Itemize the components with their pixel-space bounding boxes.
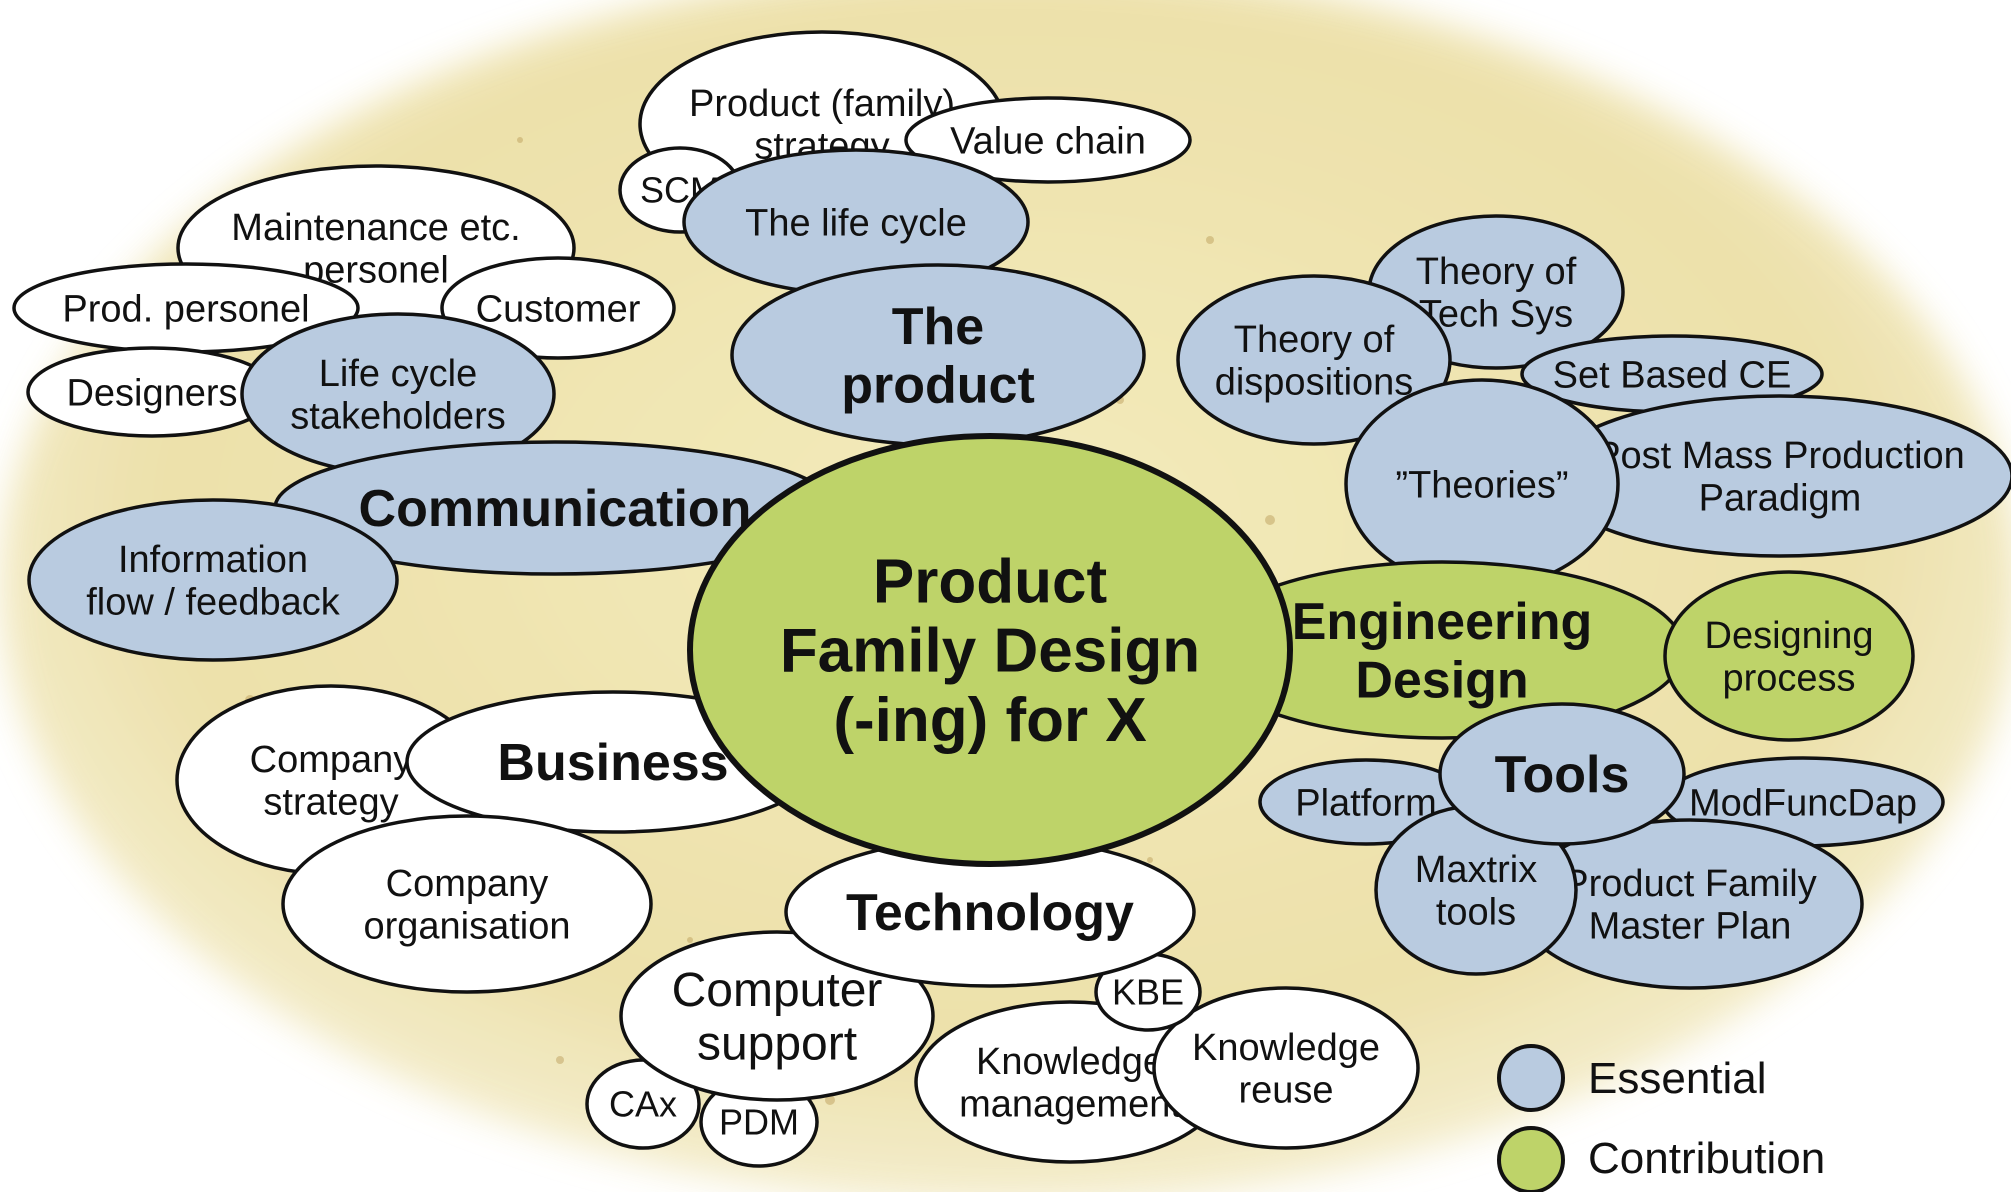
node-knowledge-management-label: Knowledge — [976, 1041, 1164, 1083]
node-theory-of-dispositions-shape — [1176, 274, 1452, 446]
node-designers: Designers — [26, 346, 278, 438]
node-engineering-design-label: Design — [1355, 651, 1528, 709]
node-value-chain: Value chain — [904, 96, 1192, 184]
node-kbe-label: KBE — [1112, 972, 1184, 1013]
node-maxtrix-tools-label: tools — [1436, 892, 1516, 934]
background-speck — [1147, 857, 1153, 863]
node-cax-label: CAx — [609, 1084, 677, 1125]
node-maxtrix-tools-label: Maxtrix — [1415, 849, 1537, 891]
node-designing-process-label: Designing — [1705, 615, 1874, 657]
node-set-based-ce-label: Set Based CE — [1553, 354, 1792, 396]
background-speck — [1265, 515, 1275, 525]
node-prod-personel: Prod. personel — [12, 262, 360, 354]
node-product-family-strategy-label: Product (family) — [689, 83, 955, 125]
node-the-product-label: The — [892, 298, 984, 356]
node-computer-support-label: support — [697, 1018, 857, 1071]
node-product-family-master-plan-label: Product Family — [1563, 863, 1816, 905]
node-theories: ”Theories” — [1344, 378, 1620, 590]
node-life-cycle-stakeholders-label: Life cycle — [319, 353, 477, 395]
legend-contribution-label: Contribution — [1588, 1134, 1825, 1183]
node-theory-of-dispositions-label: dispositions — [1215, 362, 1414, 404]
node-company-strategy-label: Company — [250, 739, 413, 781]
legend-contribution-swatch — [1497, 1126, 1565, 1192]
node-tools-shape — [1438, 702, 1686, 846]
node-modfuncdap-label: ModFuncDap — [1689, 782, 1917, 824]
node-platform-label: Platform — [1295, 782, 1436, 824]
node-pdm-label: PDM — [719, 1102, 799, 1143]
node-post-mass-production-label: Post Mass Production — [1595, 435, 1965, 477]
node-information-flow-label: flow / feedback — [86, 582, 340, 624]
center-node-label: Family Design — [780, 617, 1200, 686]
node-communication-label: Communication — [359, 480, 752, 538]
node-knowledge-reuse-label: Knowledge — [1192, 1027, 1380, 1069]
center-node-shape — [687, 433, 1293, 867]
background-speck — [556, 1056, 564, 1064]
legend: Essential Contribution — [1497, 1044, 1825, 1192]
node-value-chain-shape — [904, 96, 1192, 184]
node-business-label: Business — [497, 734, 728, 792]
node-tools-label: Tools — [1495, 746, 1630, 804]
node-set-based-ce: Set Based CE — [1520, 334, 1824, 414]
node-theory-of-tech-sys-label: Theory of — [1416, 251, 1577, 293]
legend-essential-swatch — [1497, 1044, 1565, 1112]
node-cax: CAx — [585, 1058, 701, 1150]
node-theory-of-dispositions-label: Theory of — [1234, 319, 1395, 361]
node-computer-support-label: Computer — [672, 964, 883, 1017]
node-knowledge-reuse-shape — [1152, 986, 1420, 1150]
node-theory-of-tech-sys-label: Tech Sys — [1419, 294, 1573, 336]
node-company-organisation-shape — [281, 814, 653, 994]
node-engineering-design-label: Engineering — [1292, 593, 1592, 651]
background-speck — [825, 1095, 835, 1105]
node-prod-personel-label: Prod. personel — [62, 288, 309, 330]
node-designing-process-label: process — [1722, 658, 1855, 700]
node-customer-label: Customer — [476, 288, 641, 330]
node-company-organisation-label: Company — [386, 863, 549, 905]
node-the-product-label: product — [841, 356, 1035, 414]
legend-essential-label: Essential — [1588, 1054, 1767, 1103]
node-maintenance-personel-label: Maintenance etc. — [231, 207, 520, 249]
background-speck — [687, 937, 693, 943]
background-speck — [1206, 236, 1214, 244]
node-designing-process-shape — [1663, 570, 1915, 742]
node-information-flow-shape — [27, 498, 399, 662]
node-communication: Communication — [273, 440, 837, 576]
node-knowledge-reuse-label: reuse — [1238, 1070, 1333, 1112]
node-tools: Tools — [1438, 702, 1686, 846]
node-company-organisation-label: organisation — [363, 906, 570, 948]
node-the-life-cycle: The life cycle — [682, 148, 1030, 296]
center-node-label: (-ing) for X — [833, 686, 1146, 755]
node-post-mass-production-label: Paradigm — [1699, 478, 1862, 520]
node-product-family-master-plan-label: Master Plan — [1589, 906, 1792, 948]
node-the-life-cycle-label: The life cycle — [745, 202, 967, 244]
node-value-chain-label: Value chain — [950, 120, 1146, 162]
node-designers-label: Designers — [66, 372, 237, 414]
node-information-flow-label: Information — [118, 539, 308, 581]
node-life-cycle-stakeholders-label: stakeholders — [290, 396, 505, 438]
node-technology-label: Technology — [846, 884, 1134, 942]
node-kbe: KBE — [1094, 952, 1202, 1032]
background-speck — [517, 137, 523, 143]
node-technology: Technology — [784, 836, 1196, 988]
node-theories-label: ”Theories” — [1395, 464, 1568, 506]
node-knowledge-management-label: management — [959, 1084, 1181, 1126]
center-node-label: Product — [873, 547, 1107, 616]
node-company-strategy-label: strategy — [263, 782, 398, 824]
node-computer-support-shape — [619, 930, 935, 1102]
